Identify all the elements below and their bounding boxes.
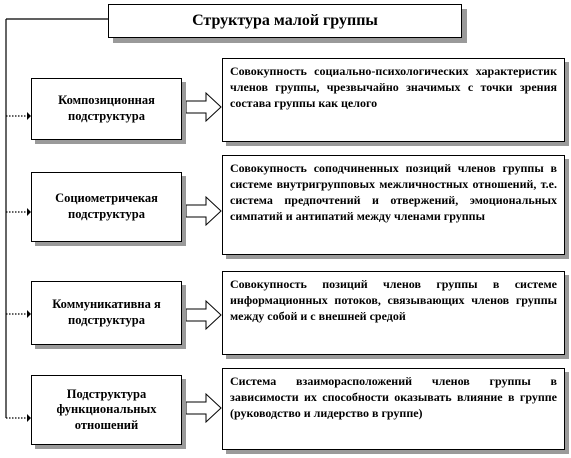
branch-2 bbox=[6, 208, 31, 216]
label-compositional-substructure: Композиционная подструктура bbox=[31, 78, 182, 140]
branch-3 bbox=[6, 310, 31, 318]
block-arrow-4 bbox=[185, 392, 222, 424]
block-arrow-3 bbox=[185, 299, 222, 331]
desc-compositional-substructure: Совокупность социально-психологических х… bbox=[222, 58, 565, 142]
diagram-title: Структура малой группы bbox=[108, 4, 462, 38]
label-functional-relations-substructure: Подструктура функциональных отношений bbox=[31, 375, 182, 445]
desc-sociometric-substructure: Совокупность соподчиненных позиций члено… bbox=[222, 155, 565, 255]
label-communicative-substructure: Коммуникативна я подструктура bbox=[31, 281, 182, 345]
branch-1 bbox=[6, 112, 31, 120]
branch-4 bbox=[6, 414, 31, 422]
desc-communicative-substructure: Совокупность позиций членов группы в сис… bbox=[222, 271, 565, 355]
label-sociometric-substructure: Социометричекая подструктура bbox=[31, 172, 182, 242]
block-arrow-2 bbox=[185, 195, 222, 227]
block-arrow-1 bbox=[185, 91, 222, 123]
desc-functional-relations-substructure: Система взаиморасположений членов группы… bbox=[222, 368, 565, 450]
